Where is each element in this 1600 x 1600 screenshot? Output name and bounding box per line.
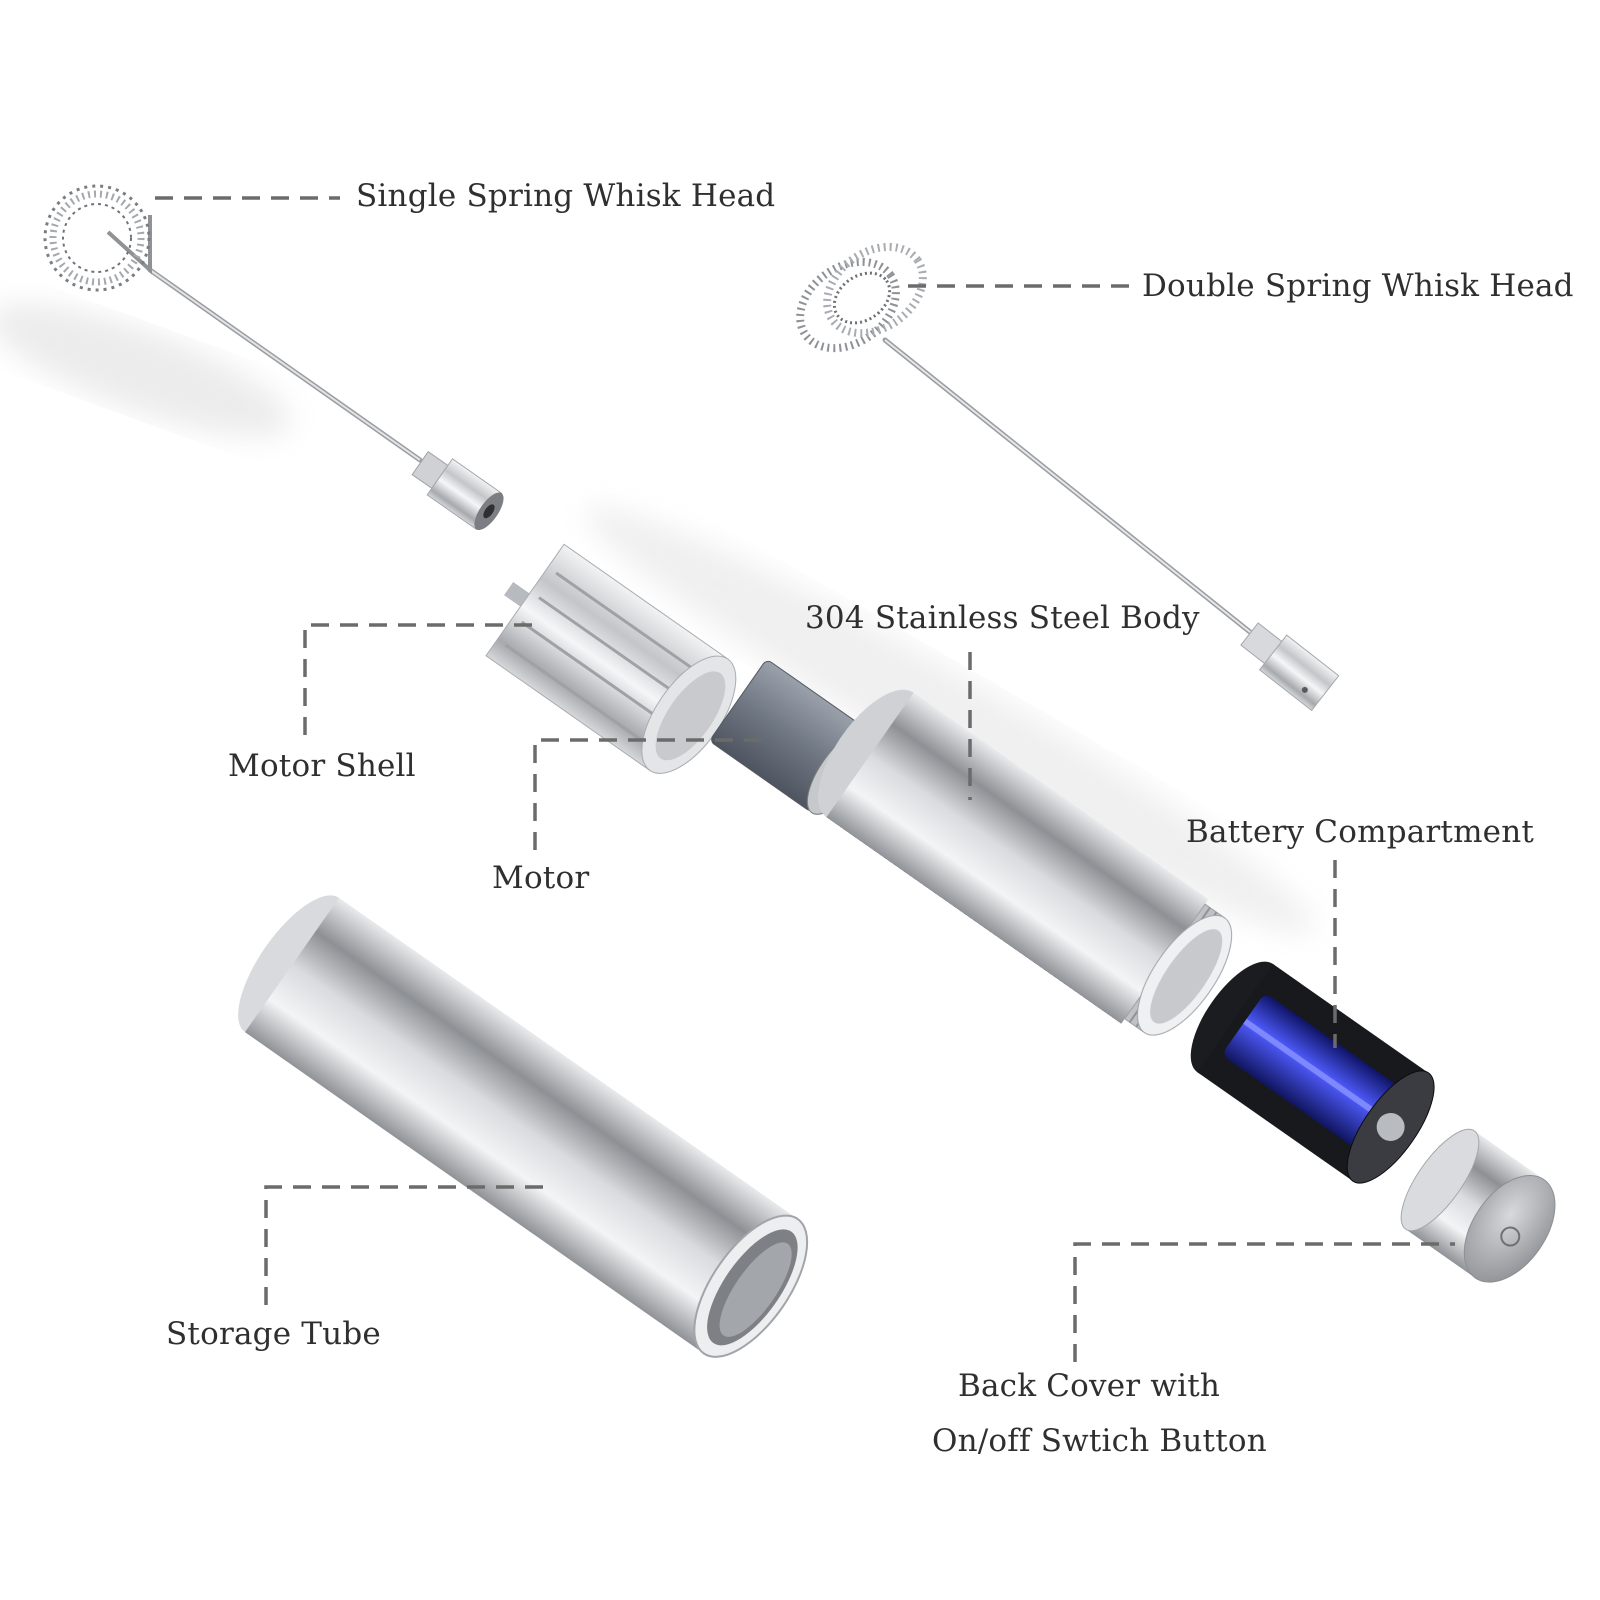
single-whisk-connector xyxy=(411,450,504,531)
label-double-spring-whisk-head: Double Spring Whisk Head xyxy=(1142,268,1574,304)
leader-motor xyxy=(533,738,770,850)
double-spring-whisk xyxy=(796,242,1340,712)
leader-lines xyxy=(155,196,1455,1362)
label-single-spring-whisk-head: Single Spring Whisk Head xyxy=(356,178,776,214)
storage-tube-part xyxy=(238,895,809,1358)
label-motor: Motor xyxy=(492,860,590,896)
label-motor-shell: Motor Shell xyxy=(228,748,416,784)
motor-shell-part xyxy=(485,543,737,774)
leader-storage-tube xyxy=(264,1185,545,1305)
label-back-cover-line1: Back Cover with xyxy=(958,1368,1221,1404)
double-whisk-coils xyxy=(796,242,927,353)
leader-back-cover xyxy=(1073,1242,1455,1362)
battery-compartment-part xyxy=(1190,961,1435,1184)
leader-motor-shell xyxy=(303,623,540,735)
label-back-cover-line2: On/off Swtich Button xyxy=(932,1423,1267,1459)
label-storage-tube: Storage Tube xyxy=(166,1316,381,1352)
label-stainless-steel-body: 304 Stainless Steel Body xyxy=(805,600,1200,636)
steel-body-part xyxy=(818,689,1233,1036)
double-whisk-connector xyxy=(1240,622,1340,712)
single-spring-whisk xyxy=(43,184,504,531)
single-whisk-coil xyxy=(43,184,151,292)
label-battery-compartment: Battery Compartment xyxy=(1186,814,1535,850)
back-cover-part xyxy=(1400,1128,1556,1283)
